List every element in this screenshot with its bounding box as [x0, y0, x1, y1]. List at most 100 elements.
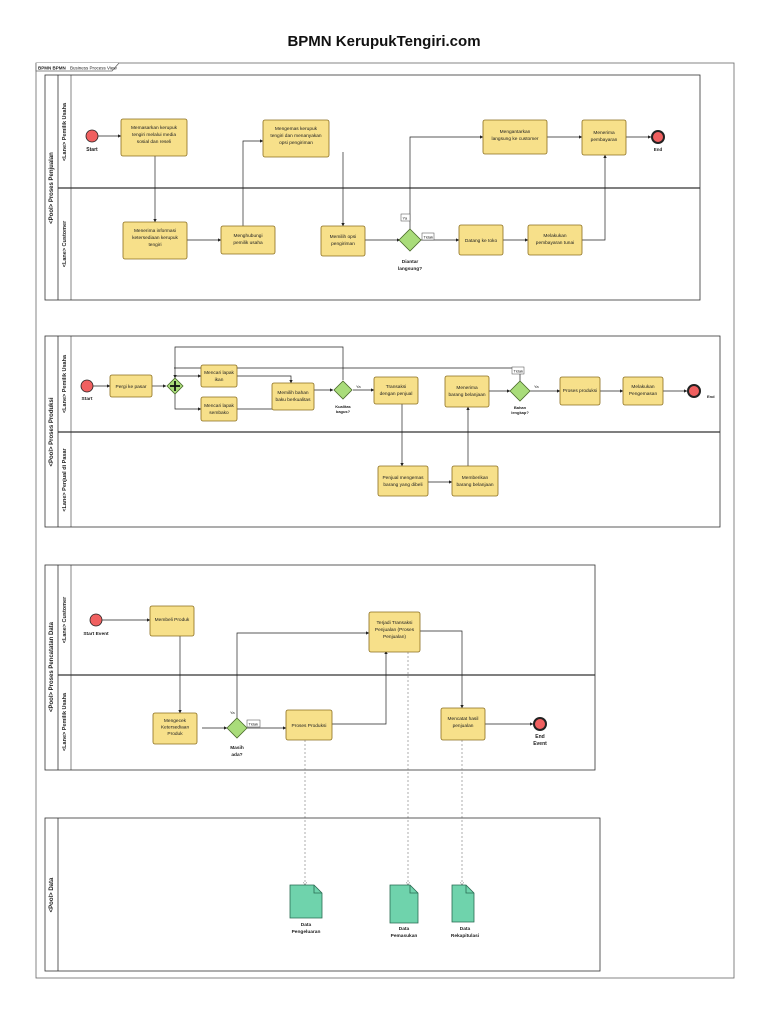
frame-tab-view: Business Process View [70, 66, 117, 71]
pool-pencatatan: <Pool> Proses Pencatatan Data <Lane> Cus… [44, 564, 596, 885]
frame-tab [35, 62, 120, 72]
sequence-flows [102, 618, 534, 730]
lane-label: <Lane> Customer [62, 596, 68, 643]
task: Pergi ke pasar [109, 374, 153, 398]
lane-label: <Lane> Pemilik Usaha [62, 354, 68, 413]
parallel-gateway [166, 377, 184, 395]
pool-label: <Pool> Proses Pencatatan Data [49, 621, 55, 712]
task: Datang ke toko [458, 224, 504, 256]
end-label: End [654, 147, 663, 152]
flow-label: Tidak [249, 722, 259, 727]
sequence-flows [93, 346, 688, 484]
task: Proses produksi [559, 376, 601, 406]
end-event [687, 384, 701, 398]
pool-label: <Pool> Proses Produksi [49, 397, 55, 466]
pool-label: <Pool> Data [49, 877, 55, 912]
svg-text:Datang ke toko: Datang ke toko [465, 238, 498, 244]
end-label: End [707, 394, 715, 399]
task: Proses Produksi [285, 709, 333, 741]
task-text: Memasarkan kerupuk [131, 125, 178, 131]
page-title: BPMN KerupukTengiri.com [287, 33, 481, 50]
svg-text:Proses produksi: Proses produksi [563, 388, 597, 394]
task-text: sosial dan reseli [137, 139, 171, 145]
lane-label: <Lane> Pemilik Usaha [62, 692, 68, 751]
start-label: Start Event [83, 631, 109, 637]
flow-label: Ya [230, 710, 235, 715]
end-event [651, 130, 665, 144]
start-label: Start [86, 147, 98, 153]
end-label: End [535, 734, 544, 740]
start-event [85, 129, 99, 143]
svg-text:Pergi ke pasar: Pergi ke pasar [116, 384, 147, 390]
start-label: Start [82, 396, 93, 402]
diagram-frame [35, 62, 735, 979]
svg-text:Membeli Produk: Membeli Produk [155, 617, 190, 623]
lane-label: <Lane> Penjual di Pasar [62, 448, 68, 512]
pool-produksi: <Pool> Proses Produksi <Lane> Pemilik Us… [44, 335, 721, 528]
task-text: tengiri melalui media [132, 132, 176, 138]
start-event [89, 613, 103, 627]
flow-label: Ya [356, 384, 361, 389]
sequence-flows [98, 134, 652, 242]
pool-label: <Pool> Proses Penjualan [49, 152, 55, 224]
flow-label: Tidak [514, 369, 524, 374]
flow-label: Ya [403, 216, 408, 221]
end-event [533, 717, 547, 731]
pool-penjualan: <Pool> Proses Penjualan <Lane> Pemilik U… [44, 74, 701, 301]
flow-label: Ya [534, 384, 539, 389]
frame-tab-label: BPMN BPMN [38, 66, 66, 71]
lane-label: <Lane> Pemilik Usaha [62, 102, 68, 161]
